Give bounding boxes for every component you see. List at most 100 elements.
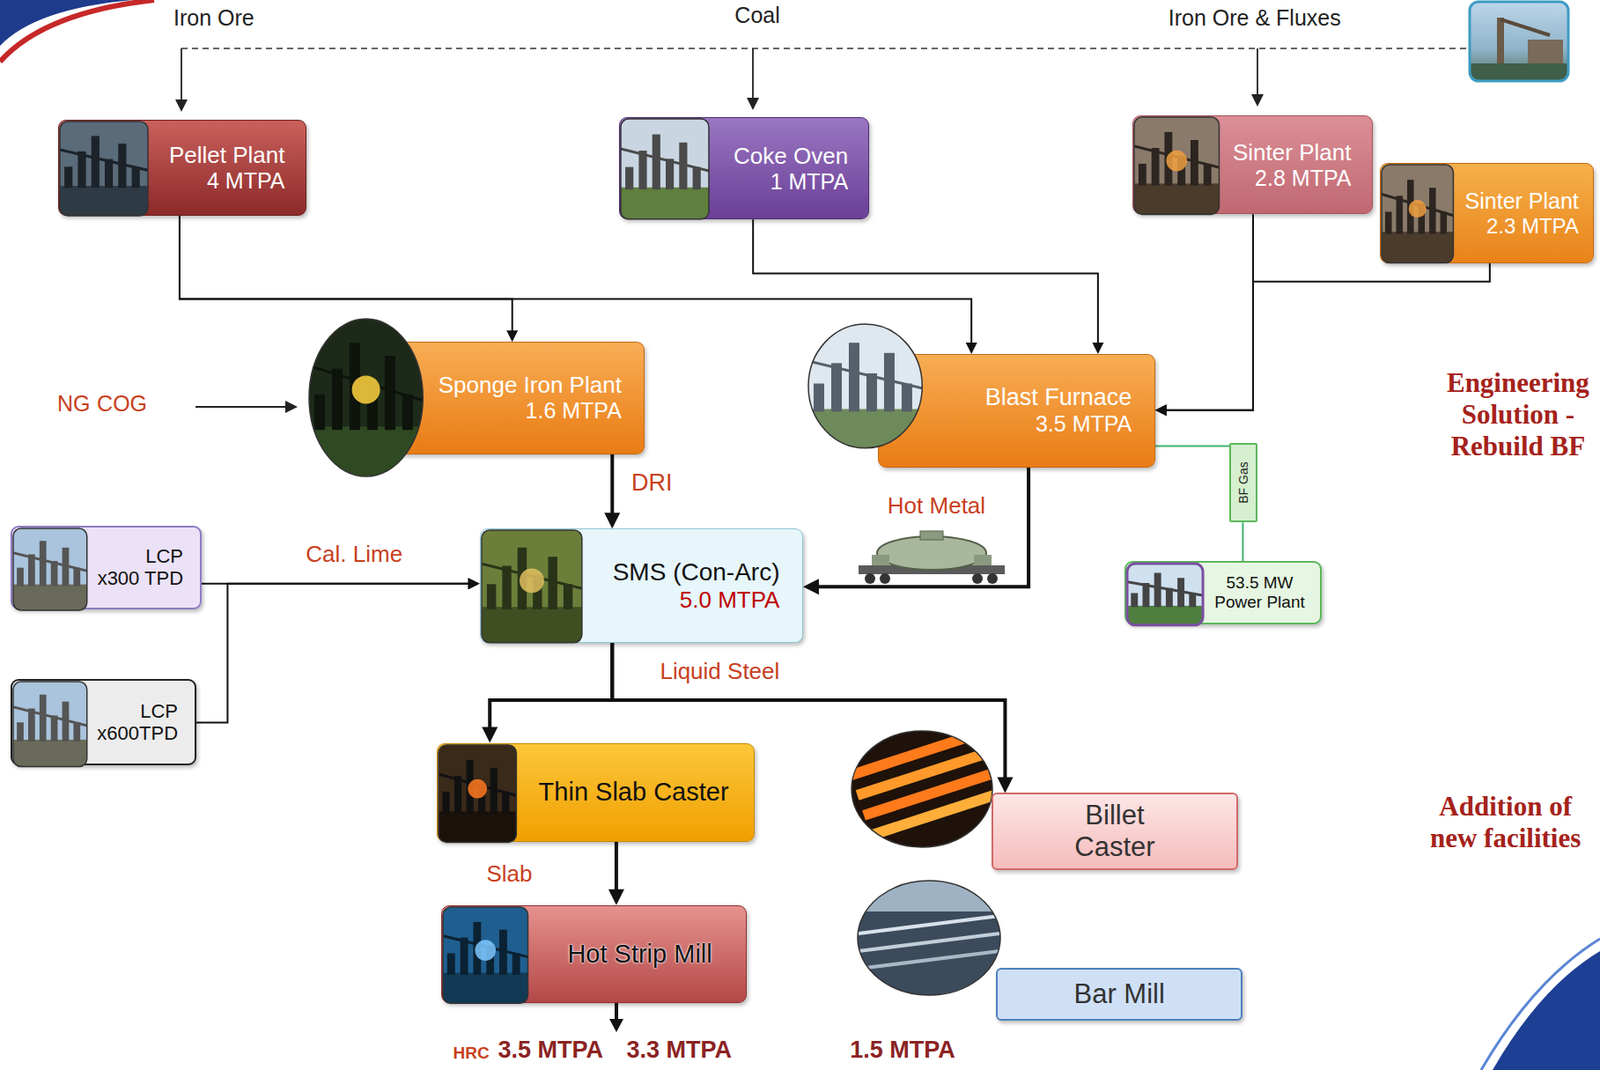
node-text: Hot Strip Mill [567,939,712,969]
connector-line [752,219,1099,346]
edge-label: Cal. Lime [303,540,405,568]
port-photo [1469,1,1569,82]
photo-icon [619,117,710,221]
node-text: LCP [145,545,184,568]
flow-label: NG [57,390,91,417]
mill-box: Bar Mill [995,967,1243,1021]
plant-box: Pellet Plant4 MTPA [58,119,307,216]
flow-connector [196,577,480,723]
mill-box: Hot Strip Mill [441,905,748,1003]
flow-label: 3.5 MTPA [497,1036,604,1064]
edge-label: Hot Metal [885,492,988,519]
arrow-head [506,330,518,342]
node-text: BF Gas [1236,461,1251,503]
photo-icon [437,744,517,843]
connector-line [196,583,472,723]
edge-label: DRI [629,469,675,497]
raw-material-feed [175,48,1470,112]
photo-icon [1126,562,1204,627]
photo-icon [1133,116,1220,215]
edge-label: Slab [484,860,534,887]
node-text: Bar Mill [1074,978,1165,1011]
connector-line [1155,444,1231,447]
product-arrow [609,1002,624,1033]
connector-line [1241,522,1244,561]
flow-connector [1155,263,1490,416]
connector-line [614,841,619,893]
arrow-head [1155,404,1167,416]
node-text: x600TPD [96,722,178,745]
connector-line [610,454,614,517]
plant-box: Sponge Iron Plant1.6 MTPA [336,341,645,454]
arrow-head [468,577,480,590]
caster-box: Billet Caster [991,792,1238,871]
edge-label: Liquid Steel [657,657,782,685]
photo-icon [58,120,149,217]
arrow-head [996,776,1013,793]
plant-box: Coke Oven1 MTPA [619,117,870,220]
furnace-box: Blast Furnace3.5 MTPA [877,353,1156,468]
node-text: SMS (Con-Arc) [612,558,781,587]
node-text: 53.5 MW [1226,573,1294,593]
node-text: 3.5 MTPA [1035,411,1132,437]
node-text: Thin Slab Caster [538,777,730,807]
flow-label: Coal [734,2,780,29]
photo-icon [1380,163,1454,265]
connector-line [489,642,612,730]
flow-label: COG [96,390,148,417]
photo-icon [12,680,89,767]
node-text: Sinter Plant [1232,139,1351,166]
torpedo-car [858,530,1005,584]
node-text: LCP [140,700,178,723]
node-text: Coke Oven [733,142,848,170]
node-text: 5.0 MTPA [679,586,781,613]
photo-icon [806,322,924,450]
connector-line [179,215,513,333]
flow-connector [752,219,1104,354]
node-text: Sinter Plant [1465,188,1579,214]
billet-photo [845,726,1004,850]
arrow-head [965,342,978,354]
lime-plant-box: LCPx300 TPD [10,525,202,610]
plant-box: Sinter Plant2.8 MTPA [1132,115,1372,214]
gas-tag: BF Gas [1229,442,1257,523]
node-text: Sponge Iron Plant [438,371,622,399]
photo-icon [442,906,529,1004]
flow-connector [481,642,612,744]
note-text: Engineering Solution - Rebuild BF [1445,367,1590,463]
node-text: x300 TPD [97,567,184,590]
bar-mill-photo [854,876,1004,1000]
flow-label: Iron Ore [173,5,255,31]
flow-label: 3.3 MTPA [626,1036,733,1064]
flow-connector [1242,522,1244,561]
note-text: Addition of new facilities [1429,790,1582,855]
node-text: Blast Furnace [985,383,1133,412]
node-text: 1 MTPA [770,169,848,195]
photo-icon [12,527,89,612]
flow-connector [803,467,1029,596]
flow-label: HRC [453,1043,490,1063]
flow-label: 1.5 MTPA [849,1036,956,1064]
power-plant-box: 53.5 MWPower Plant [1124,560,1322,625]
flow-label: Iron Ore & Fluxes [1168,5,1342,31]
node-text: 1.6 MTPA [525,398,622,424]
arrow-head [481,727,498,744]
arrow-head [1091,342,1104,354]
connector-line [815,467,1029,588]
arrow-head [608,889,625,906]
arrow-head [468,577,480,590]
photo-icon [480,529,583,644]
node-text: 2.3 MTPA [1486,213,1579,239]
connector-line [1164,213,1254,411]
flow-connector [1155,213,1254,416]
steel-shop-box: SMS (Con-Arc)5.0 MTPA [479,528,804,643]
node-text: Power Plant [1214,592,1305,612]
arrow-head [1155,404,1167,416]
flow-connector [608,841,625,906]
arrow-head [604,512,620,529]
plant-box: Sinter Plant2.3 MTPA [1379,162,1594,264]
flow-connector [1155,445,1231,447]
lime-plant-box: LCPx600TPD [10,678,197,766]
arrow-head [803,578,819,595]
corner-swoosh [1481,938,1600,1070]
